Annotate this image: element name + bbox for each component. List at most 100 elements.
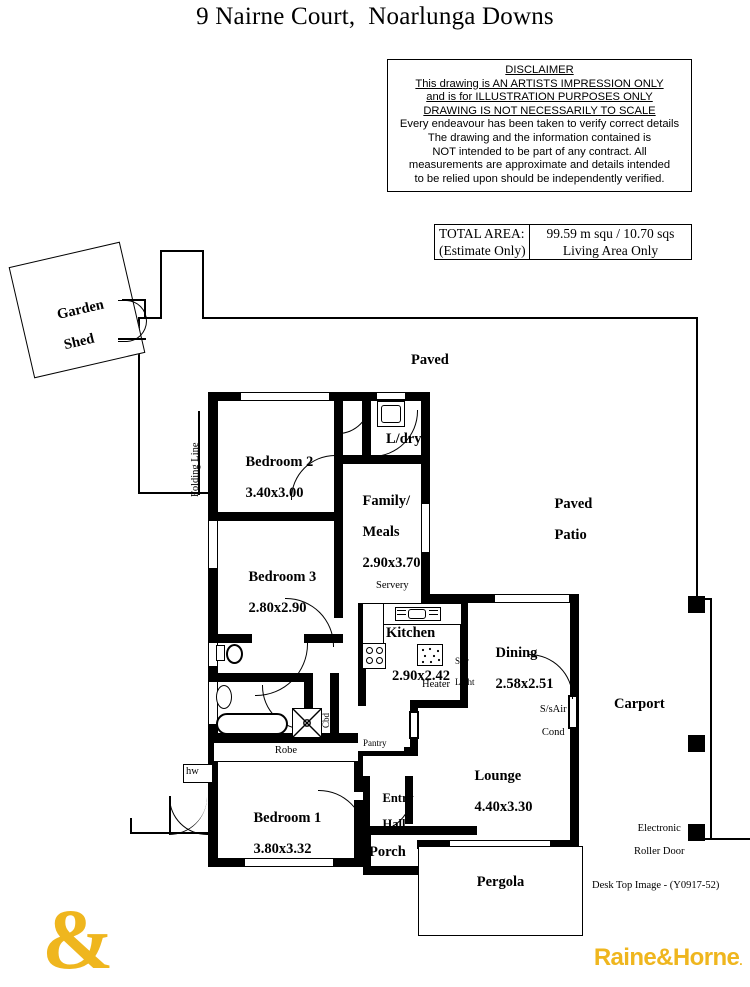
disclaimer-line-1: Every endeavour has been taken to verify… <box>399 118 680 131</box>
porch-label: Porch <box>369 844 406 860</box>
garden-shed-label-line2: Shed <box>62 330 96 354</box>
family-line2: Meals <box>362 523 400 540</box>
paved-patio-label: Paved Patio <box>540 481 593 559</box>
cbd-label: Cbd <box>321 712 331 728</box>
shed-door-arc <box>118 300 147 342</box>
paved-patio-line2: Patio <box>554 526 587 543</box>
roller-door-line1: Electronic <box>637 823 681 835</box>
wall-porch-bottom <box>363 866 419 875</box>
wall-kitchen-dining-div <box>460 603 468 708</box>
folding-line-label: Folding Line <box>190 442 201 497</box>
disclaimer-underlined-3: DRAWING IS NOT NECESSARILY TO SCALE <box>423 104 656 117</box>
raine-horne-logo-text: Raine&Horne <box>593 944 740 971</box>
family-dims: 2.90x3.70 <box>362 555 421 572</box>
roller-door-line2: Roller Door <box>634 845 685 857</box>
house-wall-fm-right-lower <box>421 552 430 602</box>
bedroom1-label: Bedroom 1 3.80x3.32 <box>239 795 322 873</box>
kitchen-sink-bowl <box>408 609 426 619</box>
disclaimer-underlined-2: and is for ILLUSTRATION PURPOSES ONLY <box>426 91 653 104</box>
boundary-left-lower-stub <box>138 492 212 494</box>
aircon-line1: S/sAir <box>539 703 567 715</box>
total-area-value: 99.59 m squ / 10.70 sqs Living Area Only <box>530 225 691 259</box>
pergola-label: Pergola <box>476 874 525 890</box>
bedroom3-window <box>208 518 218 568</box>
wall-entryhall-left <box>363 776 370 834</box>
entry-line1: Entry <box>382 791 414 805</box>
hw-label: hw <box>186 766 199 777</box>
sink-drainer-line-1 <box>397 610 406 612</box>
total-area-value-line1: 99.59 m squ / 10.70 sqs <box>546 226 675 241</box>
roller-door-label: Electronic Roller Door <box>608 812 700 869</box>
boundary-left-vert <box>138 317 140 494</box>
boundary-top-stub-right <box>202 250 204 318</box>
logo-trademark-dot: . <box>739 954 742 968</box>
total-area-value-line2: Living Area Only <box>562 242 659 258</box>
aircon-unit <box>568 695 578 729</box>
bedroom3-dims: 2.80x2.90 <box>248 599 307 616</box>
kitchen-dims: 2.90x2.42 <box>392 668 450 684</box>
bedroom2-window <box>241 392 329 401</box>
garden-shed-label-line1: Garden <box>55 296 106 323</box>
total-area-box: TOTAL AREA: (Estimate Only) 99.59 m squ … <box>434 224 692 260</box>
carport-right-line <box>710 598 712 838</box>
bedroom2-dims: 3.40x3.00 <box>245 484 304 501</box>
wall-cbd-left <box>304 673 313 735</box>
disclaimer-line-3: NOT intended to be part of any contract.… <box>432 145 647 158</box>
hot-water-box <box>183 764 213 783</box>
wall-cbd-right <box>330 673 339 735</box>
carport-post-top <box>688 596 705 613</box>
paved-label: Paved <box>411 352 449 368</box>
disclaimer-box: DISCLAIMER This drawing is AN ARTISTS IM… <box>387 59 692 193</box>
raine-horne-logo: Raine&Horne. <box>593 944 743 972</box>
sink-drainer-line-4 <box>429 614 438 616</box>
bedroom3-label: Bedroom 3 2.80x2.90 <box>234 554 317 632</box>
wall-bed2-bed3 <box>208 512 343 521</box>
servery-label: Servery <box>376 580 409 591</box>
toilet-pan <box>226 644 243 664</box>
entry-line2: Hall <box>382 817 406 831</box>
total-area-label: TOTAL AREA: (Estimate Only) <box>435 225 530 259</box>
cooktop <box>362 643 386 669</box>
wall-bed3-right <box>334 512 343 618</box>
carport-post-bottom <box>688 824 705 841</box>
shed-door-nook-right <box>144 299 146 319</box>
heater-label: Heater <box>422 679 450 690</box>
pergola-outline <box>418 846 583 936</box>
shower-cross <box>292 708 322 738</box>
carport-label: Carport <box>614 696 665 712</box>
bath-tub <box>216 713 288 735</box>
skylight-line2: Light <box>455 676 475 687</box>
wall-family-notch <box>334 455 370 464</box>
bedroom1-window <box>245 858 333 867</box>
aircon-line2: Cond <box>541 726 565 738</box>
family-window <box>421 504 430 552</box>
bedroom1-name: Bedroom 1 <box>253 809 322 826</box>
shed-door-nook-top <box>122 299 146 301</box>
carport-post-mid <box>688 735 705 752</box>
disclaimer-underlined-1: This drawing is AN ARTISTS IMPRESSION ON… <box>415 77 664 90</box>
family-line1: Family/ <box>362 492 411 509</box>
bedroom2-label: Bedroom 2 3.40x3.00 <box>231 439 314 517</box>
skylight-dots <box>421 647 441 664</box>
family-label: Family/ Meals 2.90x3.70 <box>348 478 421 588</box>
dining-name: Dining <box>495 644 538 661</box>
wall-bed2-right-lower <box>334 455 343 512</box>
boundary-top-stub-top <box>160 250 204 252</box>
wall-bed3-bottom <box>208 634 252 643</box>
raine-horne-ampersand-mark: & <box>42 891 114 987</box>
bedroom1-door-arc <box>318 790 365 837</box>
wall-hall-to-lounge <box>405 826 477 835</box>
wall-family-left-upper <box>362 400 371 464</box>
house-wall-fm-right-upper <box>421 392 430 504</box>
laundry-window <box>377 392 405 400</box>
dining-label: Dining 2.58x2.51 <box>481 630 554 708</box>
lounge-label: Lounge 4.40x3.30 <box>460 753 533 831</box>
boundary-paved-top <box>202 317 698 319</box>
boundary-bottom-right <box>696 838 750 840</box>
cooktop-burner-1 <box>366 647 373 654</box>
boundary-top-left-vert <box>160 250 162 318</box>
paved-patio-line1: Paved <box>554 495 593 512</box>
house-wall-left <box>208 392 218 867</box>
laundry-trough-inner <box>381 405 401 423</box>
